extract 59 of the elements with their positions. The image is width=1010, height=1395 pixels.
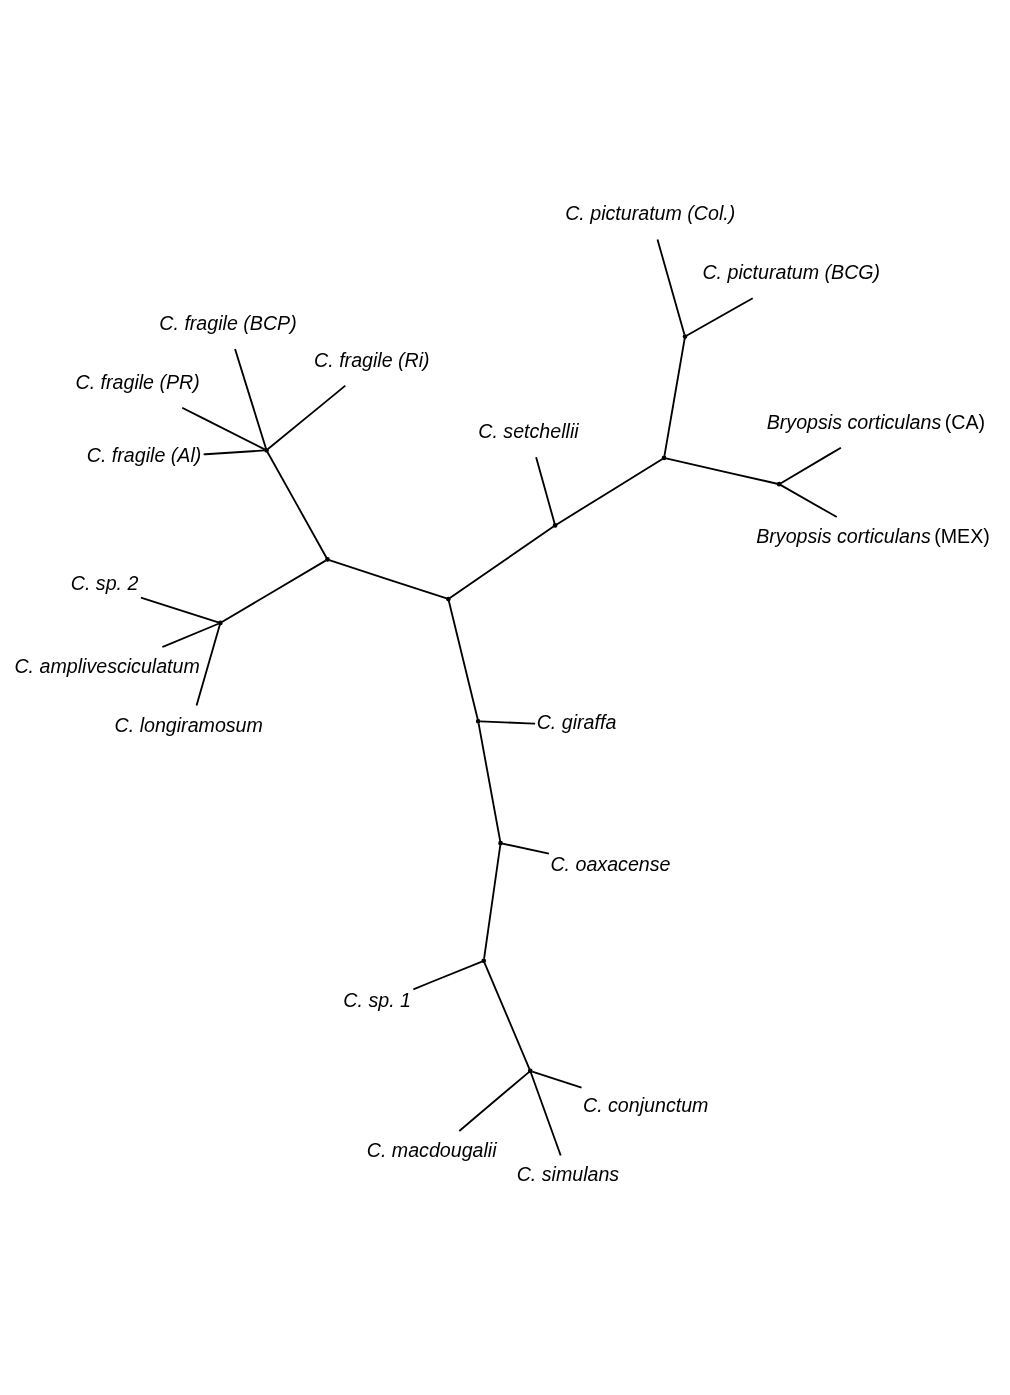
connector <box>181 406 266 451</box>
connector <box>412 960 483 991</box>
connector <box>779 484 838 518</box>
node-text: C. picturatum (BCG) <box>702 261 881 284</box>
connector <box>665 457 778 485</box>
connector <box>140 596 220 624</box>
connector <box>501 842 550 855</box>
node-text: C. fragile (Al) <box>86 443 202 466</box>
node-point <box>264 447 269 453</box>
connector <box>483 961 531 1071</box>
node-point <box>446 596 451 602</box>
node-text: C. longiramosum <box>114 713 263 736</box>
node-point <box>661 455 667 461</box>
connector <box>479 720 536 725</box>
node-text: C. fragile (Ri) <box>314 348 430 371</box>
connector <box>221 559 327 623</box>
node-text: C. simulans <box>516 1163 620 1186</box>
node-point <box>552 523 558 528</box>
node-point <box>475 718 481 724</box>
connector <box>555 458 664 526</box>
node-point <box>682 334 688 339</box>
node-point <box>481 958 487 964</box>
connector <box>535 456 556 525</box>
node-text: C. giraffa <box>536 710 617 733</box>
node-text: C. macdougalii <box>366 1138 497 1161</box>
node-text: C. picturatum (Col.) <box>565 202 736 225</box>
connector <box>195 623 221 707</box>
connector <box>328 559 448 600</box>
connector <box>458 1071 530 1132</box>
node-text: C. fragile (PR) <box>75 370 200 393</box>
connector <box>448 525 555 599</box>
node-point <box>217 620 223 626</box>
connector <box>656 238 686 336</box>
connector <box>531 1070 583 1089</box>
connector <box>267 384 347 450</box>
node-point <box>527 1068 533 1074</box>
node-point <box>498 840 503 846</box>
node-text: Bryopsis corticulans (CA) <box>766 411 986 433</box>
node-text: C. fragile (BCP) <box>159 311 297 334</box>
node-text: C. oaxacense <box>550 852 671 875</box>
node-text: C. conjunctum <box>582 1094 709 1117</box>
connector <box>477 722 502 843</box>
node-text: C. amplivesciculatum <box>14 654 200 677</box>
connector <box>202 449 266 456</box>
node-text: C. sp. 2 <box>70 571 139 594</box>
connector <box>779 446 842 485</box>
connector <box>161 622 220 648</box>
connector <box>685 297 754 337</box>
node-text: C. setchellii <box>478 420 579 443</box>
connector <box>447 599 479 721</box>
node-text: C. sp. 1 <box>343 989 411 1012</box>
node-point <box>776 481 782 487</box>
connector <box>266 451 328 559</box>
connector <box>663 337 686 457</box>
node-point <box>325 557 330 562</box>
connector <box>234 348 267 450</box>
connector <box>483 844 502 960</box>
node-text: Bryopsis corticulans (MEX) <box>756 524 990 547</box>
connector <box>530 1071 562 1157</box>
